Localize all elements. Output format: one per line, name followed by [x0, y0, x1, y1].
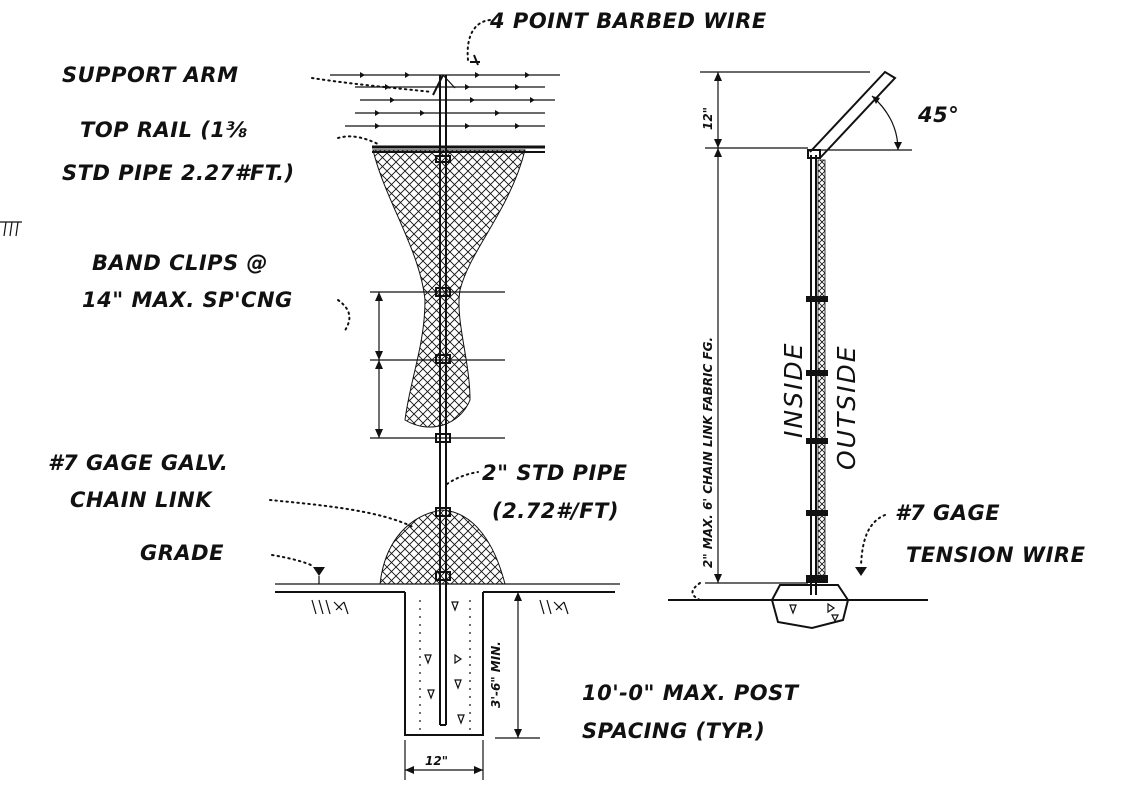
label-barbed-wire: 4 POINT BARBED WIRE [489, 9, 767, 33]
line-post [439, 75, 447, 726]
label-tension-gage: #7 GAGE [895, 501, 1000, 525]
label-chain-link-gage: #7 GAGE GALV. [48, 451, 228, 475]
edge-hatch-mark [0, 221, 22, 237]
side-section: 12" 2" MAX. 6' CHAIN LINK FABRIC FG. 45°… [668, 70, 1086, 630]
barbed-wire-strands [330, 54, 560, 129]
grade-marker [313, 567, 325, 584]
soil-hatch [311, 599, 349, 615]
front-elevation: 4 POINT BARBED WIRE SUPPORT ARM TOP RAIL… [48, 9, 800, 780]
label-std-pipe: 2" STD PIPE [482, 461, 628, 485]
section-support-arm [809, 70, 897, 159]
label-clip-spacing: 14" MAX. SP'CNG [82, 288, 293, 312]
tension-wire-marker [855, 514, 886, 576]
label-top-rail-spec: STD PIPE 2.27#FT.) [62, 161, 295, 185]
label-inside: INSIDE [779, 342, 808, 438]
label-support-arm: SUPPORT ARM [62, 63, 239, 87]
section-footing [770, 584, 850, 630]
depth-dimension [495, 591, 540, 739]
label-std-pipe-weight: (2.72#/FT) [492, 499, 619, 523]
label-chain-link: CHAIN LINK [70, 488, 213, 512]
concrete-footing [404, 592, 484, 736]
clip-spacing-dimension [370, 291, 505, 439]
label-tension-wire: TENSION WIRE [906, 543, 1086, 567]
label-footing-width: 12" [425, 754, 448, 768]
label-min-depth: 3'-6" MIN. [489, 641, 503, 708]
label-post-spacing: 10'-0" MAX. POST [582, 681, 800, 705]
ground-line [275, 583, 620, 615]
band-clips [435, 155, 451, 581]
height-dimensions [691, 71, 870, 601]
soil-hatch [539, 599, 569, 615]
label-top-rail: TOP RAIL (1⅜ [80, 118, 248, 142]
label-band-clips: BAND CLIPS @ [92, 251, 268, 275]
support-arm [432, 74, 456, 96]
top-rail [372, 145, 545, 153]
chain-link-fabric-lower [379, 509, 506, 585]
label-grade: GRADE [140, 541, 224, 565]
label-angle: 45° [917, 103, 959, 127]
label-post-spacing-typ: SPACING (TYP.) [582, 719, 765, 743]
label-outside: OUTSIDE [832, 344, 861, 470]
angle-dimension [818, 95, 912, 151]
footing-width-dimension [404, 740, 484, 780]
label-arm-height: 12" [701, 107, 715, 130]
leader-lines [269, 19, 491, 567]
section-clips [806, 296, 828, 583]
label-fabric-height: 2" MAX. 6' CHAIN LINK FABRIC FG. [701, 337, 715, 568]
